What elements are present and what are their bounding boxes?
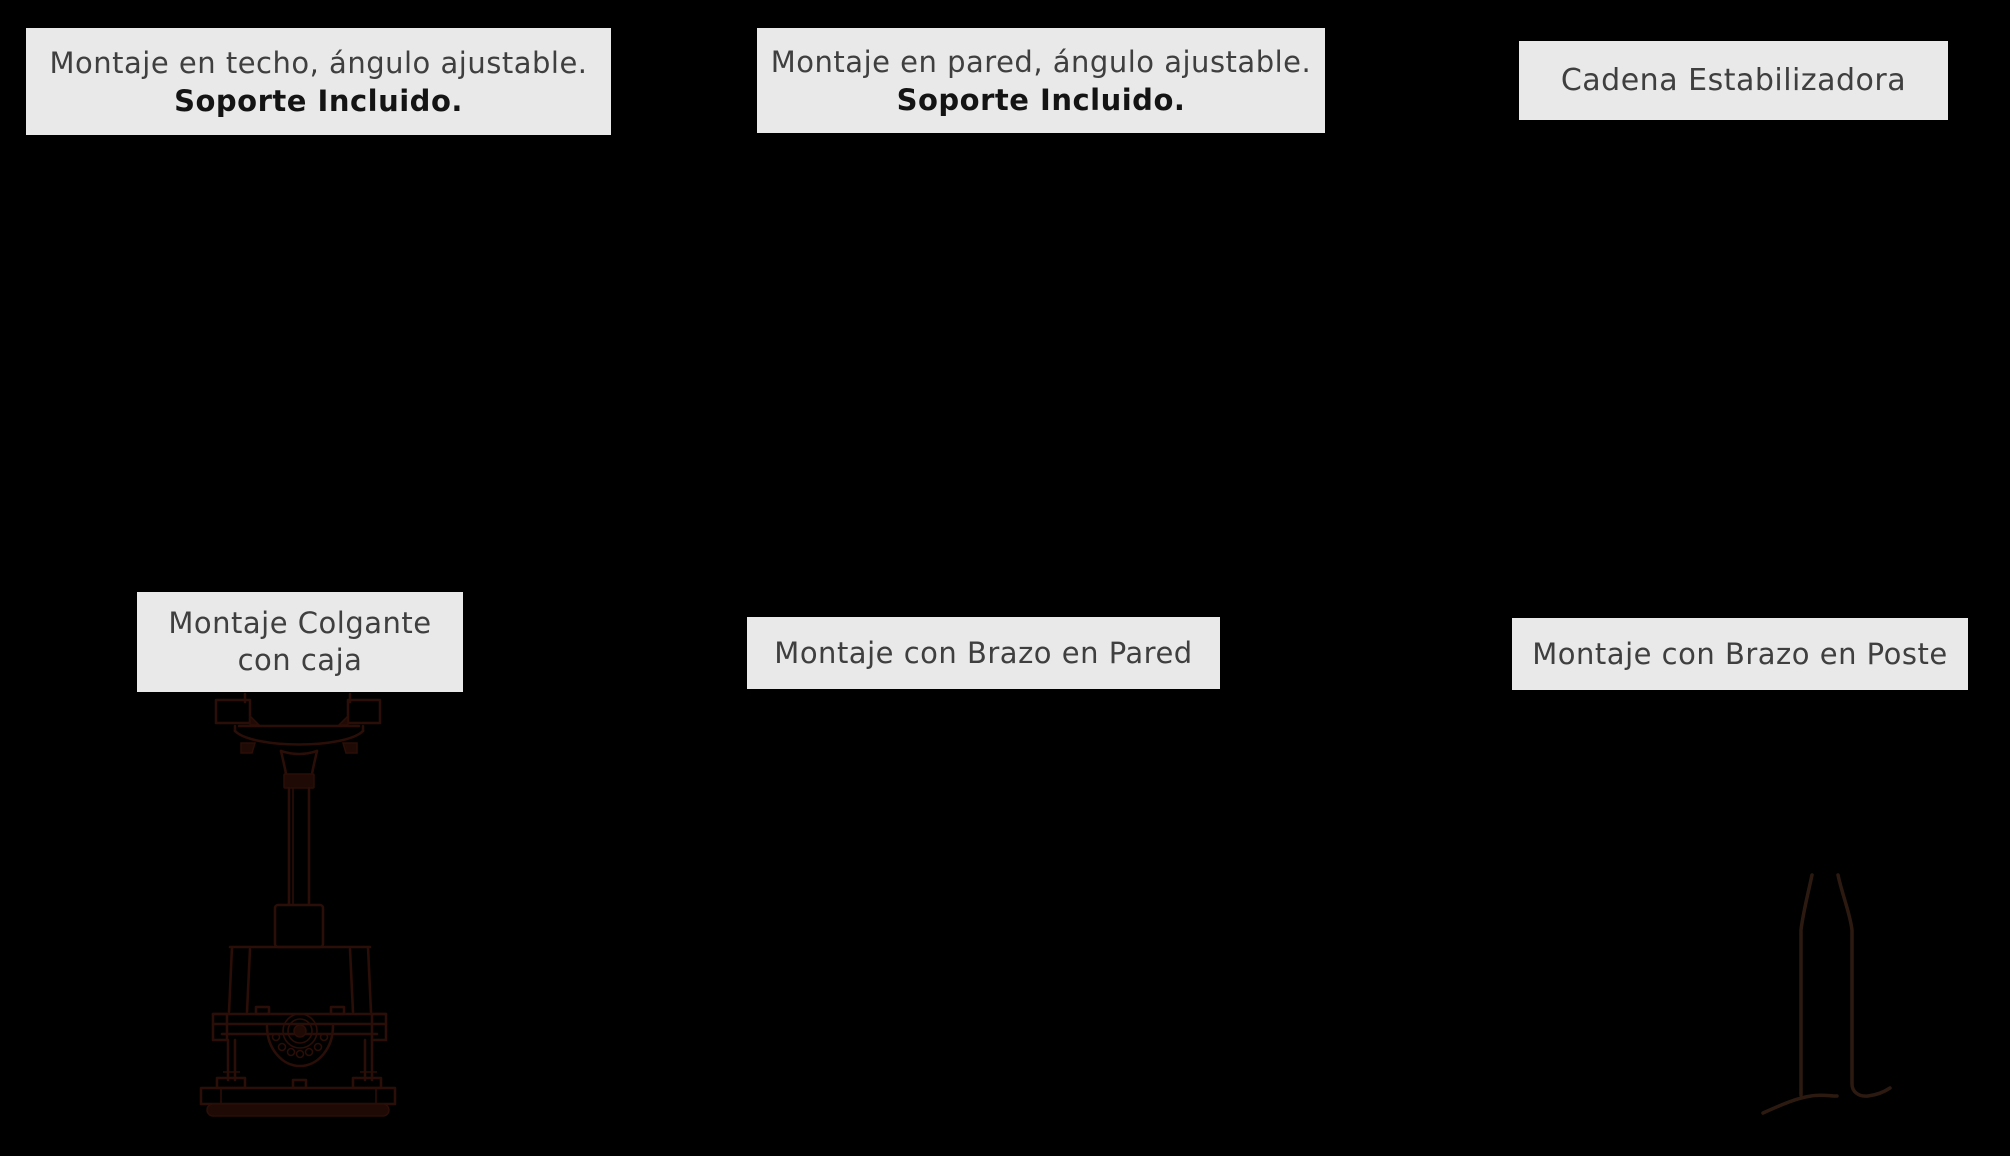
label-hanging-mount-line2: con caja — [237, 643, 363, 677]
label-stabilizer-chain: Cadena Estabilizadora — [1519, 41, 1948, 120]
label-ceiling-mount: Montaje en techo, ángulo ajustable. Sopo… — [26, 28, 611, 135]
label-wall-mount-line2: Soporte Incluido. — [896, 82, 1186, 117]
label-ceiling-mount-line1: Montaje en techo, ángulo ajustable. — [49, 45, 588, 80]
label-wall-mount: Montaje en pared, ángulo ajustable. Sopo… — [757, 28, 1325, 133]
label-pole-arm-mount: Montaje con Brazo en Poste — [1512, 618, 1968, 690]
label-stabilizer-chain-text: Cadena Estabilizadora — [1560, 62, 1907, 98]
label-hanging-mount-line1: Montaje Colgante — [168, 606, 432, 640]
label-wall-arm-mount: Montaje con Brazo en Pared — [747, 617, 1220, 689]
label-ceiling-mount-line2: Soporte Incluido. — [174, 83, 463, 118]
label-pole-arm-mount-text: Montaje con Brazo en Poste — [1532, 637, 1948, 671]
pole-base-drawing — [1761, 873, 1892, 1115]
label-wall-mount-line1: Montaje en pared, ángulo ajustable. — [770, 44, 1312, 79]
hanging-mount-drawing — [199, 692, 397, 1117]
label-hanging-mount: Montaje Colgante con caja — [137, 592, 463, 692]
label-wall-arm-mount-text: Montaje con Brazo en Pared — [774, 636, 1193, 670]
